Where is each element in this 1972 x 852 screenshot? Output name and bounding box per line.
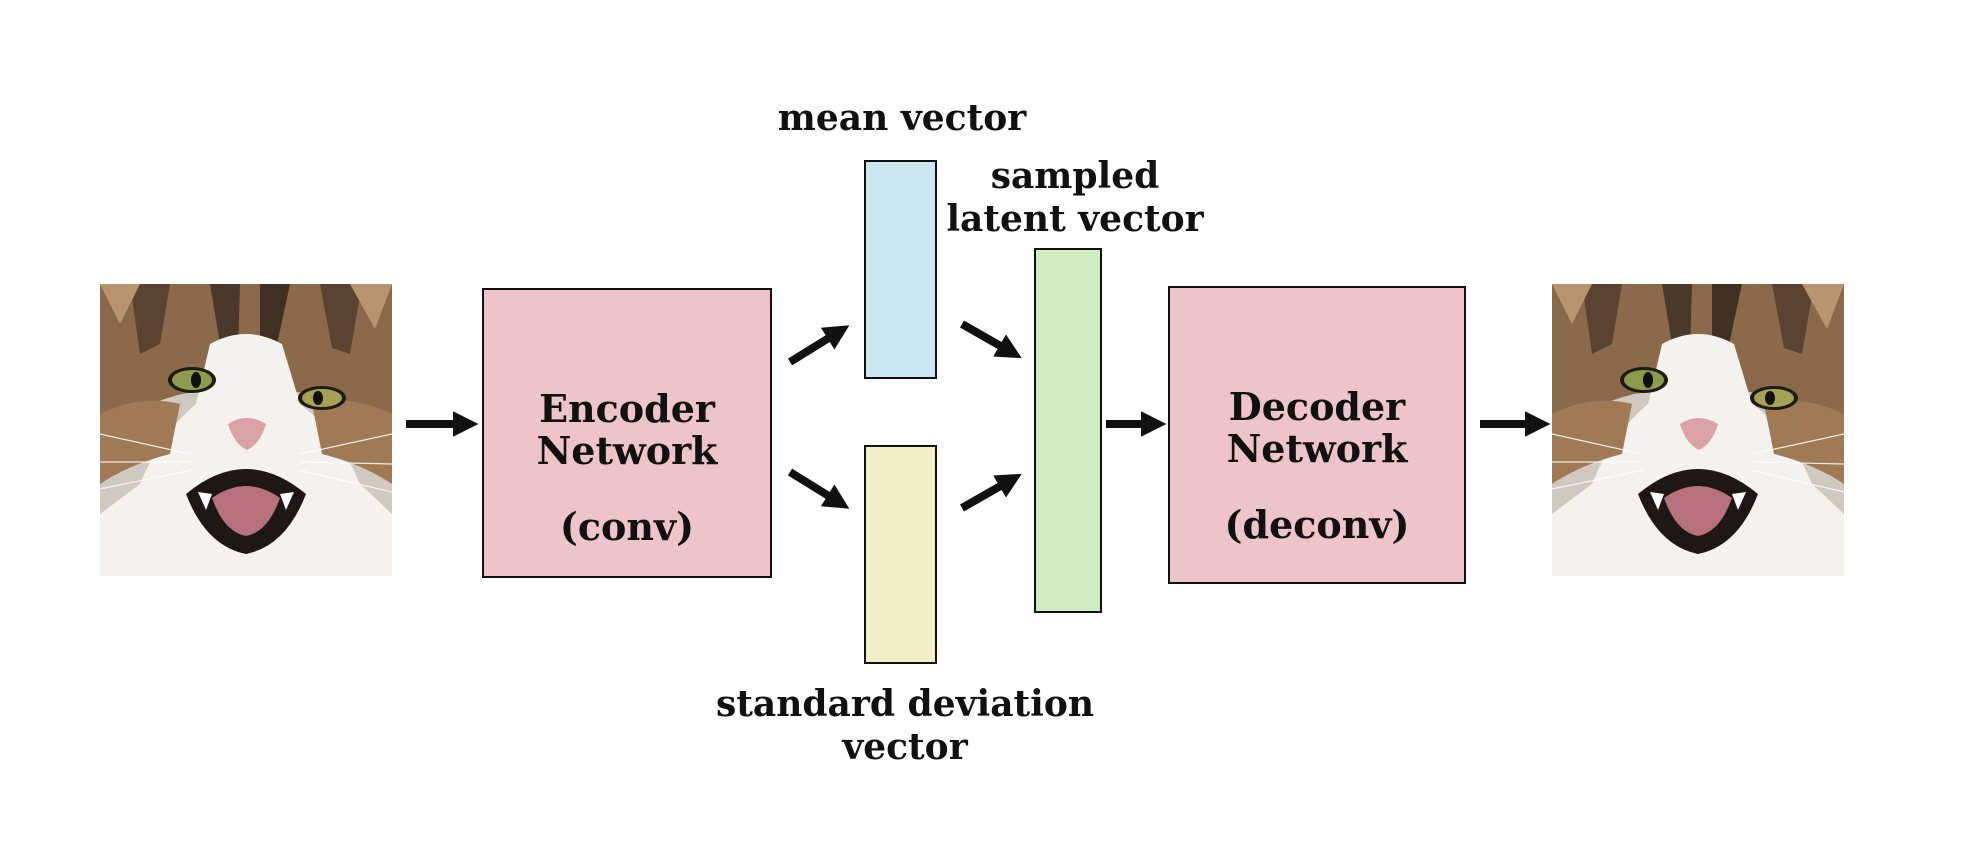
stddev-vector-label-line1: standard deviation (715, 683, 1095, 725)
stddev-vector-label-line2: vector (842, 726, 968, 768)
arrow-encoder-to-stddev (787, 468, 850, 509)
arrow-stddev-to-latent (960, 473, 1022, 512)
decoder-subtitle: (deconv) (1224, 502, 1410, 547)
encoder-title-line2: Network (536, 428, 718, 473)
latent-vector-label-line1: sampled (990, 155, 1160, 197)
decoder-title-line1: Decoder (1228, 384, 1406, 429)
latent-vector-label-line2: latent vector (946, 198, 1204, 240)
arrow-encoder-to-mean (787, 325, 850, 366)
mean-vector-label: mean vector (777, 97, 1027, 139)
mean-vector-box (864, 160, 937, 379)
latent-vector-box (1034, 248, 1102, 613)
encoder-network-box: Encoder Network (conv) (482, 288, 772, 578)
stddev-vector-box (864, 445, 937, 664)
encoder-subtitle: (conv) (559, 504, 695, 549)
decoder-network-box: Decoder Network (deconv) (1168, 286, 1466, 584)
encoder-title-line1: Encoder (539, 386, 715, 431)
decoder-title-line2: Network (1226, 426, 1408, 471)
arrow-mean-to-latent (960, 320, 1022, 359)
